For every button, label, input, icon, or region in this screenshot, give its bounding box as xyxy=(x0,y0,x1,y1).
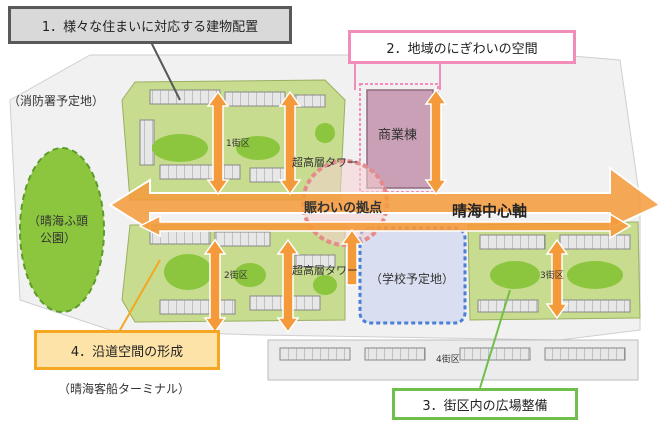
plaza-green xyxy=(567,261,623,289)
callout-4-text: 4．沿道空間の形成 xyxy=(70,344,184,360)
block-3-label: 3街区 xyxy=(540,271,564,281)
callout-2-text: 2．地域のにぎわいの空間 xyxy=(386,41,538,57)
plaza-green xyxy=(152,134,208,162)
callout-plaza: 3．街区内の広場整備 xyxy=(392,388,578,420)
commercial-label: 商業棟 xyxy=(378,128,418,143)
plaza-green xyxy=(490,261,540,289)
callout-3-text: 3．街区内の広場整備 xyxy=(422,398,548,414)
tower-north-label: 超高層タワー xyxy=(292,156,358,169)
block-2-label: 2街区 xyxy=(224,271,248,281)
callout-1-text: 1．様々な住まいに対応する建物配置 xyxy=(41,19,259,35)
axis-arrow-lower xyxy=(138,212,632,240)
vertical-arrows xyxy=(203,88,569,334)
callout-roadside: 4．沿道空間の形成 xyxy=(34,330,220,370)
block-1-label: 1街区 xyxy=(226,139,250,149)
plaza-green xyxy=(164,254,212,290)
school-label: （学校予定地） xyxy=(370,272,455,286)
plaza-green xyxy=(236,136,280,160)
terminal-label: （晴海客船ターミナル） xyxy=(58,382,191,396)
axis-label: 晴海中心軸 xyxy=(452,202,528,220)
commercial-building xyxy=(366,89,434,189)
callout-lively-space: 2．地域のにぎわいの空間 xyxy=(348,30,576,64)
fire-station-label: （消防署予定地） xyxy=(8,94,105,108)
hub-label: 賑わいの拠点 xyxy=(304,201,383,216)
block-4-label: 4街区 xyxy=(436,355,460,365)
plaza-green xyxy=(234,263,266,287)
plaza-green xyxy=(313,275,337,295)
plaza-green xyxy=(315,123,335,143)
park-area xyxy=(19,147,105,313)
park-label: （晴海ふ頭 公園） xyxy=(28,214,89,245)
axis-arrow-upper xyxy=(108,166,662,232)
tower-south-label: 超高層タワー xyxy=(292,264,358,277)
callout-building-layout: 1．様々な住まいに対応する建物配置 xyxy=(8,6,292,44)
